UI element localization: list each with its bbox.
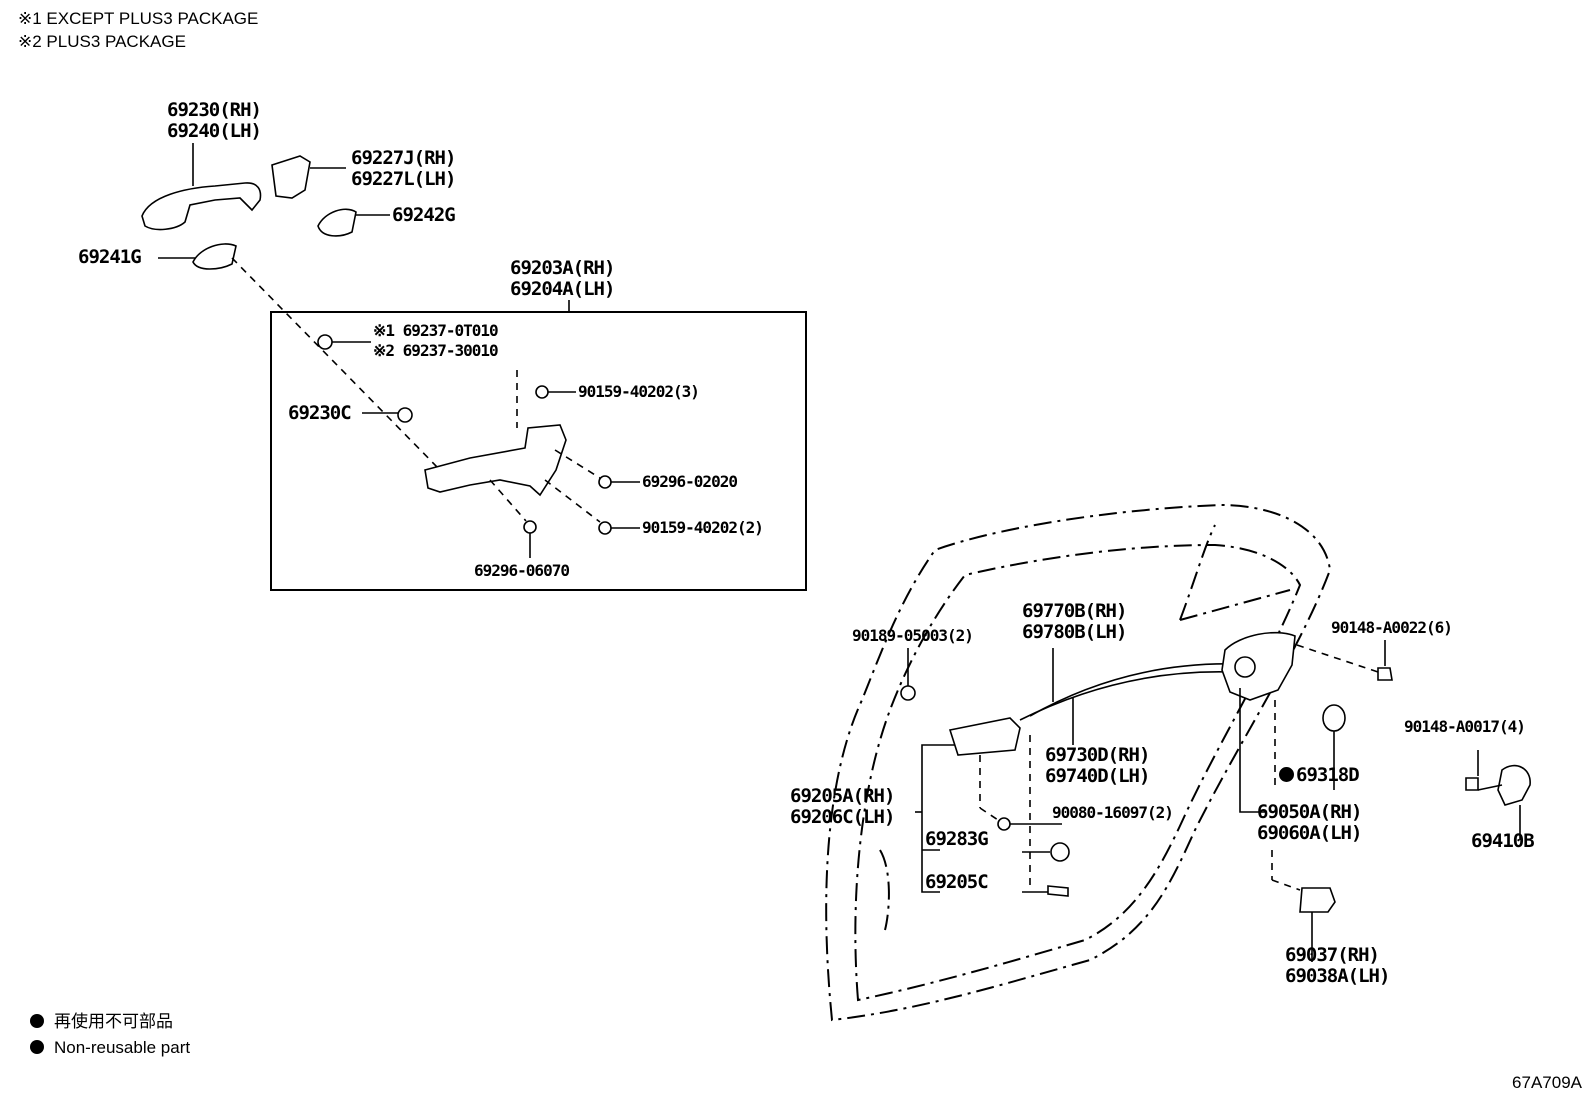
label-69205c[interactable]: 69205C (925, 871, 989, 893)
part-69230c-shape (397, 407, 413, 423)
pad-69242g-part (317, 208, 357, 237)
label-clip-90189[interactable]: 90189-05003(2) (852, 626, 974, 645)
label-frame-rh[interactable]: 69203A(RH) (510, 257, 615, 279)
label-cable-lh[interactable]: 69780B(LH) (1022, 621, 1127, 643)
bolt-90148-a0017-shape (1465, 777, 1479, 791)
screw-90159-3-shape (535, 385, 549, 399)
label-69283g[interactable]: 69283G (925, 828, 989, 850)
label-cover-lh[interactable]: 69227L(LH) (351, 168, 456, 190)
label-cable2-lh[interactable]: 69740D(LH) (1045, 765, 1150, 787)
label-screw-90159-2[interactable]: 90159-40202(2) (642, 518, 764, 537)
note-except-plus3: ※1 EXCEPT PLUS3 PACKAGE (18, 9, 259, 28)
label-bolt-90148-a0017[interactable]: 90148-A0017(4) (1404, 717, 1526, 736)
outside-handle-part (141, 182, 262, 231)
label-inner-rh[interactable]: 69205A(RH) (790, 785, 895, 807)
cable-69770b-shape (1019, 671, 1231, 721)
label-frame-lh[interactable]: 69204A(LH) (510, 278, 615, 300)
label-screw-69296-06070[interactable]: 69296-06070 (474, 561, 570, 580)
label-protector-lh[interactable]: 69038A(LH) (1285, 965, 1390, 987)
label-bolt-90148-a0022[interactable]: 90148-A0022(6) (1331, 618, 1453, 637)
legend-jp: 再使用不可部品 (30, 1011, 173, 1032)
label-inner-lh[interactable]: 69206C(LH) (790, 806, 895, 828)
label-screw-90080[interactable]: 90080-16097(2) (1052, 803, 1174, 822)
bullet-icon (30, 1040, 44, 1054)
legend-en-text: Non-reusable part (54, 1038, 191, 1057)
non-reusable-mark-icon (1279, 767, 1294, 782)
clip-90189-shape (900, 685, 916, 701)
label-screw-90159-3[interactable]: 90159-40202(3) (578, 382, 700, 401)
label-handle-rh[interactable]: 69230(RH) (167, 99, 262, 121)
label-lock-lh[interactable]: 69060A(LH) (1257, 822, 1362, 844)
screw-90080-shape (997, 817, 1011, 831)
pad-69241g-part (192, 243, 237, 270)
striker-part (1497, 764, 1531, 806)
label-69318d[interactable]: 69318D (1279, 764, 1360, 786)
handle-cover-part (271, 155, 311, 199)
dashed-assembly-line (231, 257, 441, 471)
part-69205c-shape (1047, 885, 1069, 897)
cylinder-part (317, 334, 333, 350)
label-cylinder-note1[interactable]: ※1 69237-0T010 (373, 321, 499, 340)
screw-69296-02020-shape (598, 475, 612, 489)
bolt-90148-a0022-shape (1377, 667, 1393, 681)
protector-part (1299, 887, 1336, 913)
part-69283g-shape (1050, 842, 1070, 862)
label-striker[interactable]: 69410B (1471, 830, 1535, 852)
seal-69318d-shape (1322, 704, 1346, 732)
frame-box (270, 311, 807, 591)
note-plus3: ※2 PLUS3 PACKAGE (18, 32, 186, 51)
window-frame (1179, 524, 1291, 621)
bullet-icon (30, 1014, 44, 1028)
label-handle-lh[interactable]: 69240(LH) (167, 120, 262, 142)
label-cover-rh[interactable]: 69227J(RH) (351, 147, 456, 169)
screw-69296-06070-shape (523, 520, 537, 534)
label-lock-rh[interactable]: 69050A(RH) (1257, 801, 1362, 823)
label-cylinder-note2[interactable]: ※2 69237-30010 (373, 341, 499, 360)
label-cable-rh[interactable]: 69770B(RH) (1022, 600, 1127, 622)
label-cable2-rh[interactable]: 69730D(RH) (1045, 744, 1150, 766)
label-69241g[interactable]: 69241G (78, 246, 142, 268)
label-screw-69296-02020[interactable]: 69296-02020 (642, 472, 738, 491)
label-69230c[interactable]: 69230C (288, 402, 352, 424)
inner-handle-part (948, 717, 1021, 756)
legend-jp-text: 再使用不可部品 (54, 1012, 173, 1031)
label-69242g[interactable]: 69242G (392, 204, 456, 226)
illustration-code: 67A709A (1512, 1073, 1582, 1092)
label-protector-rh[interactable]: 69037(RH) (1285, 944, 1380, 966)
label-69318d-text: 69318D (1296, 764, 1360, 786)
legend-en: Non-reusable part (30, 1037, 190, 1058)
cable-69730d-shape (1029, 663, 1239, 717)
lock-assembly-part (1221, 631, 1296, 701)
frame-bracket-part (424, 424, 567, 497)
screw-90159-2-shape (598, 521, 612, 535)
